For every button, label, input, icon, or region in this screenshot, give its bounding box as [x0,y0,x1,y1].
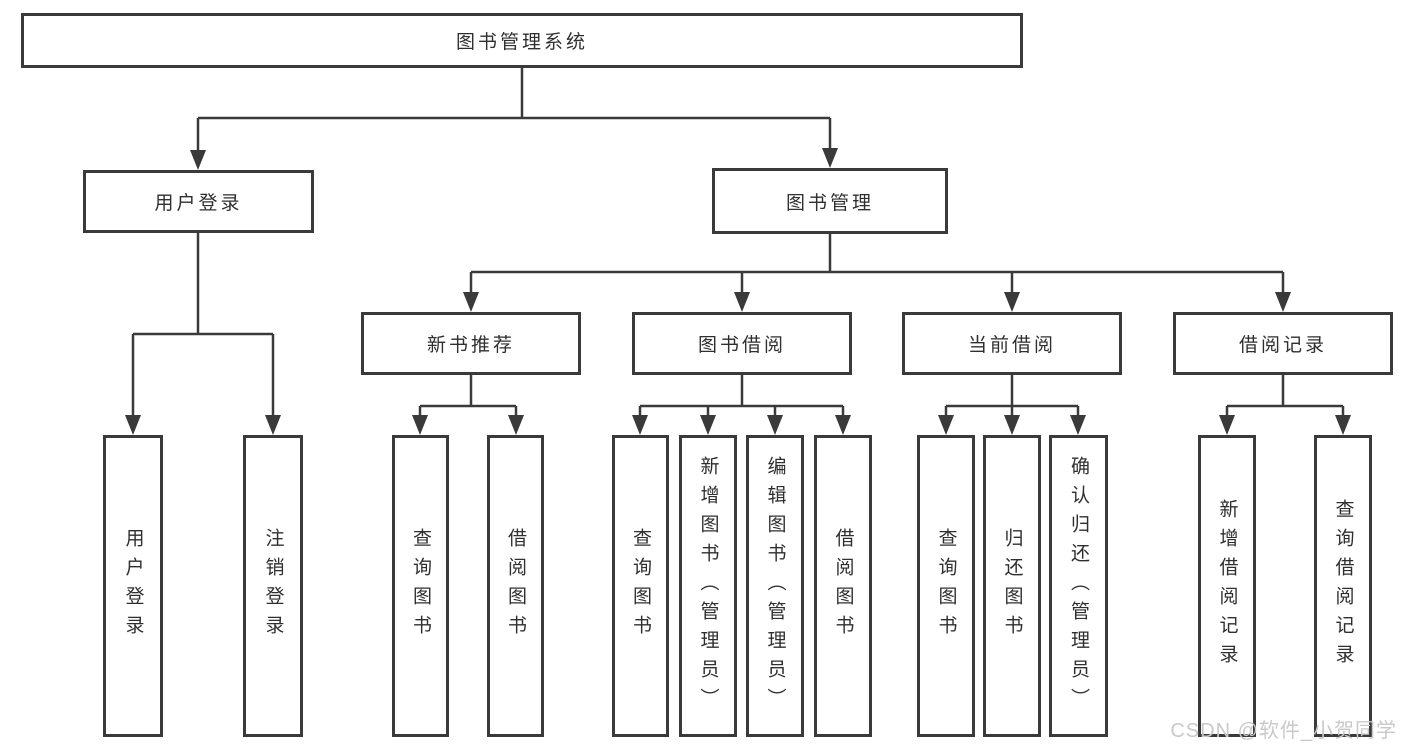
leaf-rec-borrow-books: 借阅图书 [487,435,544,737]
leaf-bb-add-books-admin: 新增图书（管理员） [679,435,737,737]
leaf-logout: 注销登录 [243,435,303,737]
node-book-borrowing: 图书借阅 [632,312,852,375]
node-borrow-records: 借阅记录 [1173,312,1393,375]
node-root-library-system: 图书管理系统 [21,13,1023,68]
leaf-bb-query-books: 查询图书 [612,435,669,737]
leaf-cb-query-books: 查询图书 [917,435,975,737]
node-book-management: 图书管理 [712,168,948,234]
leaf-cb-return-books: 归还图书 [983,435,1041,737]
csdn-watermark: CSDN @软件_小贺同学 [1170,720,1397,742]
node-user-login: 用户登录 [83,170,314,233]
leaf-bb-borrow-books: 借阅图书 [814,435,872,737]
leaf-rec-query-books: 查询图书 [392,435,449,737]
leaf-user-login: 用户登录 [103,435,163,737]
leaf-cb-confirm-return-admin: 确认归还（管理员） [1049,435,1108,737]
node-current-borrowing: 当前借阅 [902,312,1122,375]
leaf-bb-edit-books-admin: 编辑图书（管理员） [746,435,804,737]
node-new-book-recommend: 新书推荐 [361,312,581,375]
leaf-br-query-record: 查询借阅记录 [1314,435,1372,737]
leaf-br-add-record: 新增借阅记录 [1198,435,1256,737]
arrowheads [125,148,1351,435]
